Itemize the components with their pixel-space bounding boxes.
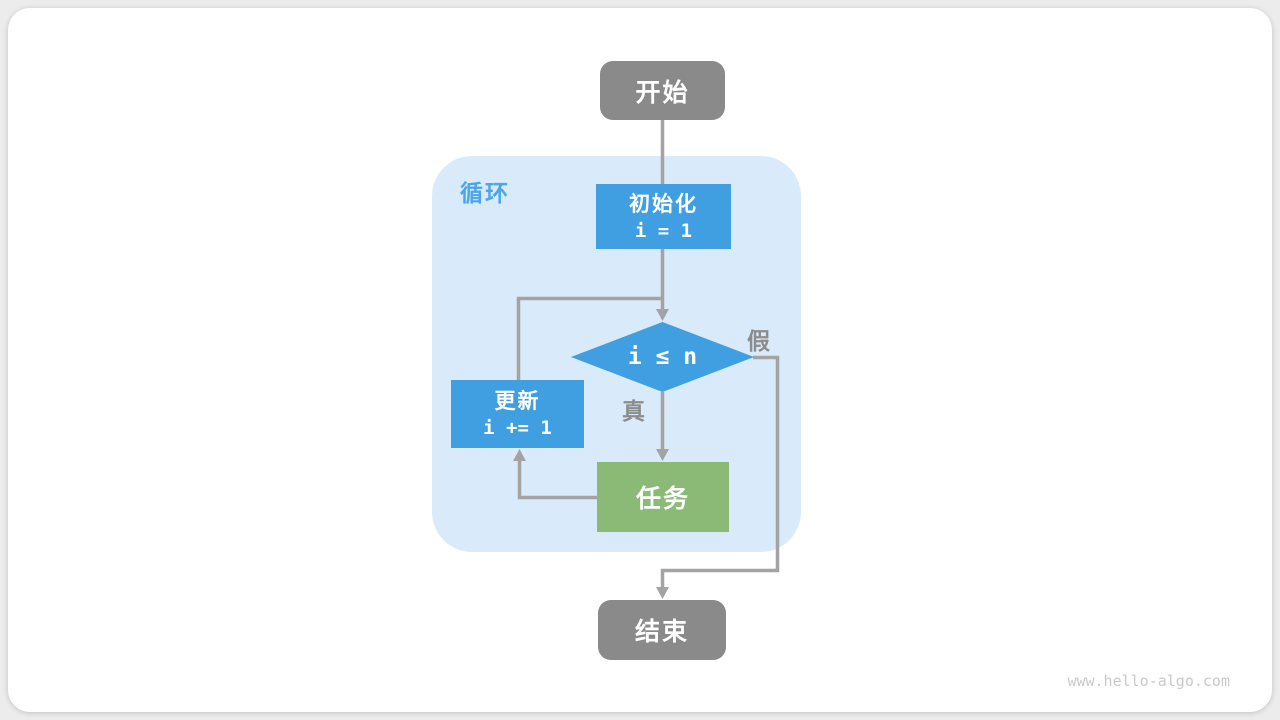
watermark: www.hello-algo.com: [1067, 672, 1230, 690]
edge-task-update: [517, 461, 597, 500]
update-node-code: i += 1: [483, 417, 552, 439]
end-node: 结束: [598, 600, 726, 660]
branch-label-false: 假: [747, 329, 771, 355]
update-node: 更新 i += 1: [451, 380, 584, 448]
init-node-title: 初始化: [629, 191, 698, 216]
task-node-label: 任务: [635, 484, 690, 513]
arrowhead-into-update: [513, 449, 526, 461]
condition-node-label: i ≤ n: [627, 344, 698, 370]
start-node: 开始: [600, 61, 725, 120]
arrowhead-into-end: [656, 587, 669, 599]
start-node-label: 开始: [635, 77, 690, 107]
loop-label: 循环: [460, 181, 510, 207]
update-node-title: 更新: [494, 389, 541, 413]
init-node: 初始化 i = 1: [596, 184, 731, 249]
edge-update-loopback: [516, 296, 663, 381]
task-node: 任务: [597, 462, 729, 532]
arrowhead-into-task: [656, 449, 669, 461]
arrowhead-into-condition: [656, 309, 669, 321]
branch-label-true: 真: [622, 399, 646, 425]
flow-connectors: [513, 120, 780, 599]
end-node-label: 结束: [634, 617, 689, 646]
flowchart-card: 循环 开始 初始化 i = 1 i ≤ n: [8, 8, 1272, 712]
init-node-code: i = 1: [634, 219, 693, 242]
edge-condition-end: [660, 355, 780, 587]
